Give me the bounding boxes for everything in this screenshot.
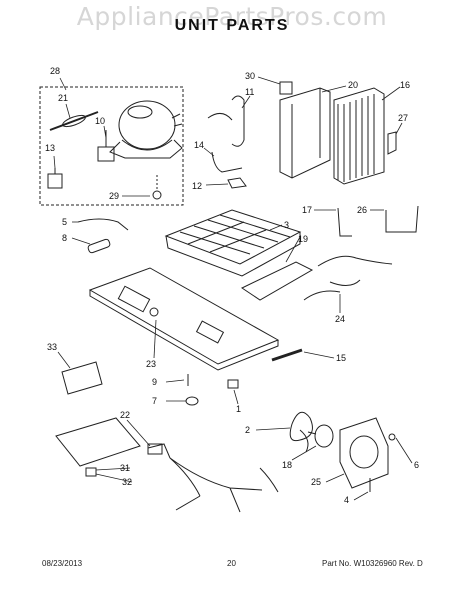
callout-1: 1 [236,404,241,414]
callout-33: 33 [47,342,57,352]
callout-22: 22 [120,410,130,420]
part-18-motor [307,424,334,448]
callout-16: 16 [400,80,410,90]
part-5-wire [77,218,129,231]
part-13-overload [47,173,63,189]
part-23-baseplate [88,267,280,371]
part-20-panel [279,87,331,179]
callout-19: 19 [298,234,308,244]
callout-30: 30 [245,71,255,81]
callout-8: 8 [62,233,67,243]
part-30-bracket [279,81,293,95]
page-title: UNIT PARTS [174,17,290,34]
callout-2: 2 [245,425,250,435]
callout-15: 15 [336,353,346,363]
callout-4: 4 [344,495,349,505]
part-26-tube [385,205,419,233]
footer-page: 20 [227,559,236,568]
part-22-connector [147,443,163,455]
callout-3: 3 [284,220,289,230]
callout-5: 5 [62,217,67,227]
part-12-bracket [227,177,247,189]
part-15-tube [271,348,303,362]
part-compressor [109,100,183,159]
callout-11: 11 [245,87,254,97]
callout-24: 24 [335,314,345,324]
part-1-nut [227,379,239,389]
callout-12: 12 [192,181,202,191]
callout-27: 27 [398,113,408,123]
callout-21: 21 [58,93,68,103]
callout-10: 10 [95,116,105,126]
part-19-pan [240,261,314,301]
part-21-tube [49,111,99,131]
callout-29: 29 [109,191,119,201]
callout-20: 20 [348,80,358,90]
part-11-tube [231,95,245,147]
part-33-module [61,361,103,395]
callout-6: 6 [414,460,419,470]
callout-18: 18 [282,460,292,470]
callout-32: 32 [122,477,132,487]
part-7-grommet [185,396,199,406]
watermark: AppliancePartsPros.com [76,2,388,31]
footer-part-no: Part No. W10326960 Rev. D [322,559,423,568]
part-16-condenser [333,87,385,185]
part-29-grommet [152,190,162,200]
part-21-body [62,114,86,128]
part-27-clip [387,131,397,155]
footer-date: 08/23/2013 [42,559,83,568]
part-32-clip [85,467,97,477]
part-24-harness [303,255,393,301]
callout-31: 31 [120,463,130,473]
callout-9: 9 [152,377,157,387]
callout-17: 17 [302,205,312,215]
callout-13: 13 [45,143,55,153]
part-6-screw [388,433,396,441]
callout-25: 25 [311,477,321,487]
callout-14: 14 [194,140,204,150]
part-14-tube [211,151,243,173]
callout-26: 26 [357,205,367,215]
part-17-tube [337,207,352,237]
callout-7: 7 [152,396,157,406]
callout-23: 23 [146,359,156,369]
part-3-evaporator [164,209,302,277]
part-8-tube [87,238,111,254]
part-25-shroud [339,417,389,489]
callout-28: 28 [50,66,60,76]
part-10-relay [97,146,115,162]
part-22-harness [147,443,279,513]
part-31-sheet [55,417,141,467]
compressor-group-box [39,86,184,206]
